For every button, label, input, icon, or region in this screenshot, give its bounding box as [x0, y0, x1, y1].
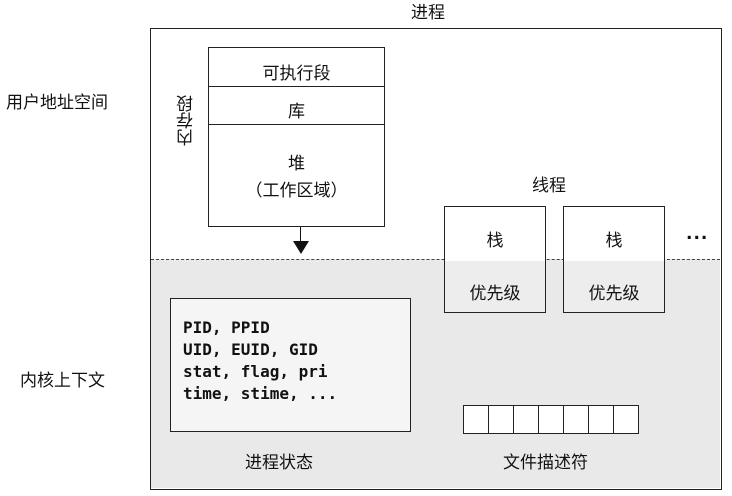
thread-priority-label: 优先级	[588, 284, 640, 304]
state-line: time, stime, ...	[183, 384, 338, 403]
thread-priority-area	[564, 261, 664, 312]
thread-priority-label: 优先级	[469, 284, 521, 304]
thread-stack-label: 栈	[605, 231, 623, 251]
file-descriptor-cell	[589, 406, 614, 433]
file-descriptor-cell	[489, 406, 514, 433]
file-descriptor-cell	[614, 406, 638, 433]
thread-priority-area	[445, 261, 545, 312]
file-descriptor-cell	[514, 406, 539, 433]
thread-stack-label: 栈	[486, 231, 504, 251]
process-state-box: PID, PPID UID, EUID, GID stat, flag, pri…	[170, 298, 411, 432]
user-address-space-label: 用户地址空间	[6, 93, 108, 113]
thread-box: 栈 优先级	[444, 206, 546, 313]
threads-label: 线程	[532, 176, 566, 196]
executable-segment-row: 可执行段	[262, 64, 331, 84]
heap-row: 堆	[288, 154, 305, 174]
memory-segment-label: 内存段	[177, 95, 197, 146]
file-descriptor-cell	[539, 406, 564, 433]
file-descriptor-table	[463, 405, 639, 434]
memory-segment-box: 可执行段 库 堆 （工作区域）	[208, 47, 385, 227]
more-threads-ellipsis: ...	[686, 224, 709, 244]
arrow-down-icon	[293, 241, 309, 254]
process-state-label: 进程状态	[245, 453, 313, 473]
heap-growth-arrow-line	[300, 227, 301, 243]
thread-stack-area	[564, 207, 664, 261]
work-area-row: （工作区域）	[245, 181, 348, 201]
memory-divider	[209, 86, 384, 87]
kernel-context-label: 内核上下文	[20, 371, 105, 391]
process-title: 进程	[411, 3, 445, 23]
thread-box: 栈 优先级	[563, 206, 665, 313]
state-line: UID, EUID, GID	[183, 340, 318, 359]
file-descriptor-cell	[464, 406, 489, 433]
memory-divider	[209, 124, 384, 125]
file-descriptor-cell	[564, 406, 589, 433]
file-descriptors-label: 文件描述符	[503, 453, 588, 473]
thread-stack-area	[445, 207, 545, 261]
state-line: stat, flag, pri	[183, 362, 328, 381]
library-row: 库	[288, 102, 305, 122]
state-line: PID, PPID	[183, 318, 270, 337]
